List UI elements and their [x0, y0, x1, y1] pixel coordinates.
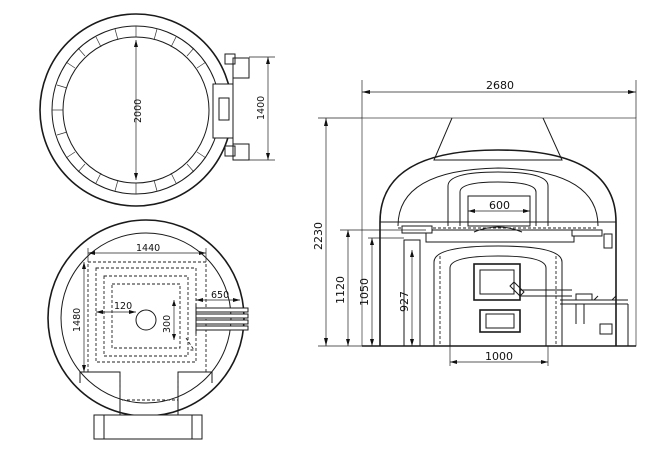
- opening-width-label: 600: [489, 199, 510, 212]
- elevation-height-label: 2230: [312, 222, 325, 250]
- plan-flue-label: 650: [211, 290, 229, 301]
- top-view: 2000 1400: [39, 13, 275, 207]
- plan-flue-pipes: [195, 304, 249, 334]
- elevation-width-label: 2680: [486, 79, 514, 92]
- door-hinge-top: [232, 57, 250, 79]
- dome-brick-segments: [52, 26, 207, 194]
- base-width-label: 1000: [485, 350, 513, 363]
- ash-door: [479, 309, 521, 333]
- plan-depth-label: 1480: [72, 308, 83, 332]
- plan-inner-label: 300: [162, 315, 173, 333]
- plan-offset-label: 120: [114, 301, 132, 312]
- side-flue: [560, 293, 629, 346]
- flue-circle: [135, 309, 157, 331]
- inner-height-label: 927: [398, 291, 411, 312]
- oven-arch-outer: [447, 171, 549, 226]
- plan-view: 1440 1480 120 300 650: [47, 219, 249, 440]
- hearth-height-label: 1050: [358, 278, 371, 306]
- plan-pedestal: [93, 414, 203, 440]
- dome-inner: [397, 167, 599, 227]
- elevation-view: 2680 2230 600: [312, 79, 637, 366]
- top-view-height-label: 1400: [256, 96, 267, 120]
- firebox-door: [473, 263, 521, 301]
- plan-width-label: 1440: [136, 243, 160, 254]
- door-hinge-bottom: [232, 143, 250, 161]
- dome-outer: [379, 149, 617, 346]
- base-arch: [433, 245, 563, 346]
- top-view-diameter-label: 2000: [133, 99, 144, 123]
- hearth-slab: [425, 229, 575, 243]
- base-height-label: 1120: [334, 276, 347, 304]
- door-frame: [212, 83, 234, 139]
